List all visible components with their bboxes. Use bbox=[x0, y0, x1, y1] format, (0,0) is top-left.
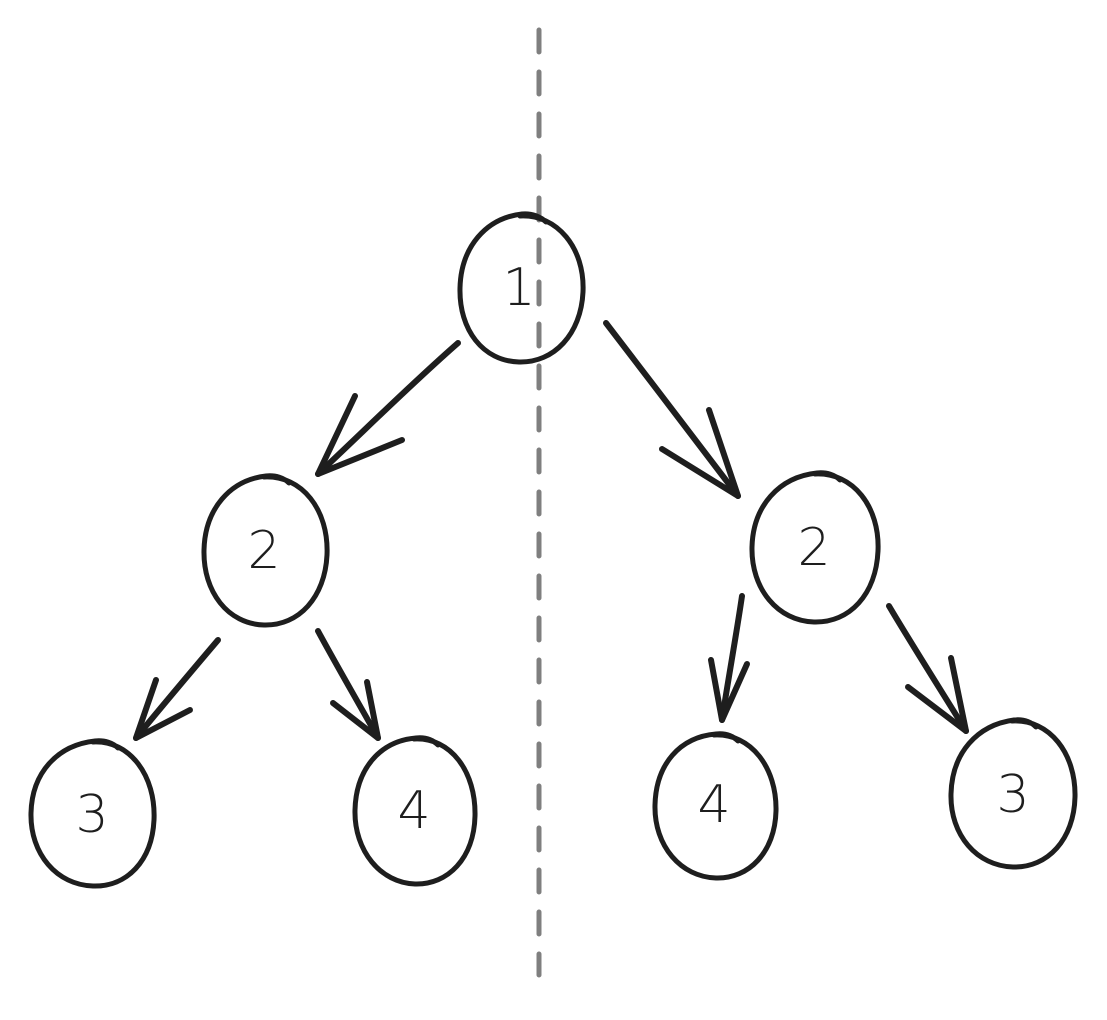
node-root: 1 bbox=[457, 211, 586, 365]
arrowhead bbox=[330, 679, 381, 741]
edge-left-child-to-left-right-leaf bbox=[315, 628, 381, 741]
edge-right-child-to-right-right-leaf bbox=[886, 603, 969, 734]
node-left-left-leaf: 3 bbox=[28, 738, 157, 889]
edge-right-child-to-right-left-leaf bbox=[708, 593, 750, 723]
edge-root-to-left-child bbox=[315, 340, 461, 477]
nodes: 1 2 2 3 4 4 3 bbox=[28, 211, 1078, 889]
node-right-child-label: 2 bbox=[797, 518, 830, 578]
edges bbox=[133, 320, 969, 741]
arrowhead bbox=[315, 393, 405, 477]
arrowhead bbox=[133, 677, 193, 741]
node-right-left-leaf: 4 bbox=[652, 731, 779, 881]
node-right-right-leaf: 3 bbox=[948, 717, 1078, 870]
node-right-child: 2 bbox=[749, 470, 881, 625]
arrowhead bbox=[659, 407, 741, 499]
arrowhead bbox=[905, 655, 969, 734]
node-left-child-label: 2 bbox=[247, 521, 280, 581]
node-root-label: 1 bbox=[502, 258, 535, 318]
arrowhead bbox=[708, 657, 750, 723]
edge-root-to-right-child bbox=[603, 320, 741, 499]
node-left-right-leaf: 4 bbox=[352, 735, 478, 887]
node-right-right-leaf-label: 3 bbox=[996, 765, 1029, 825]
edge-left-child-to-left-left-leaf bbox=[133, 637, 221, 741]
node-right-left-leaf-label: 4 bbox=[697, 775, 730, 835]
node-left-child: 2 bbox=[201, 473, 330, 628]
node-left-right-leaf-label: 4 bbox=[397, 781, 430, 841]
node-left-left-leaf-label: 3 bbox=[75, 785, 108, 845]
